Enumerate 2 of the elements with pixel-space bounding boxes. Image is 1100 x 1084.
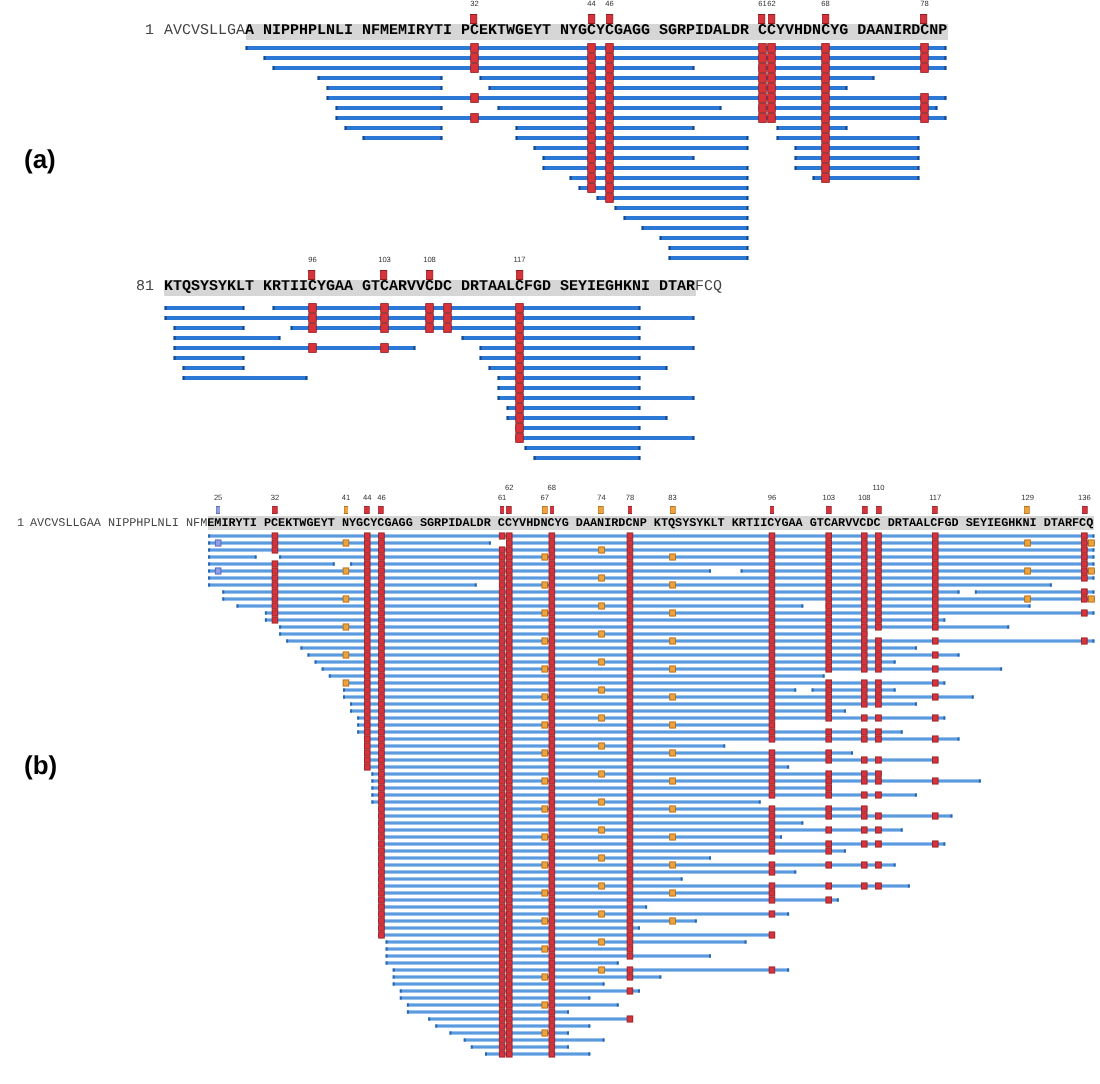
panel-label: (b) <box>24 752 58 778</box>
panel-label: (a) <box>24 146 56 172</box>
